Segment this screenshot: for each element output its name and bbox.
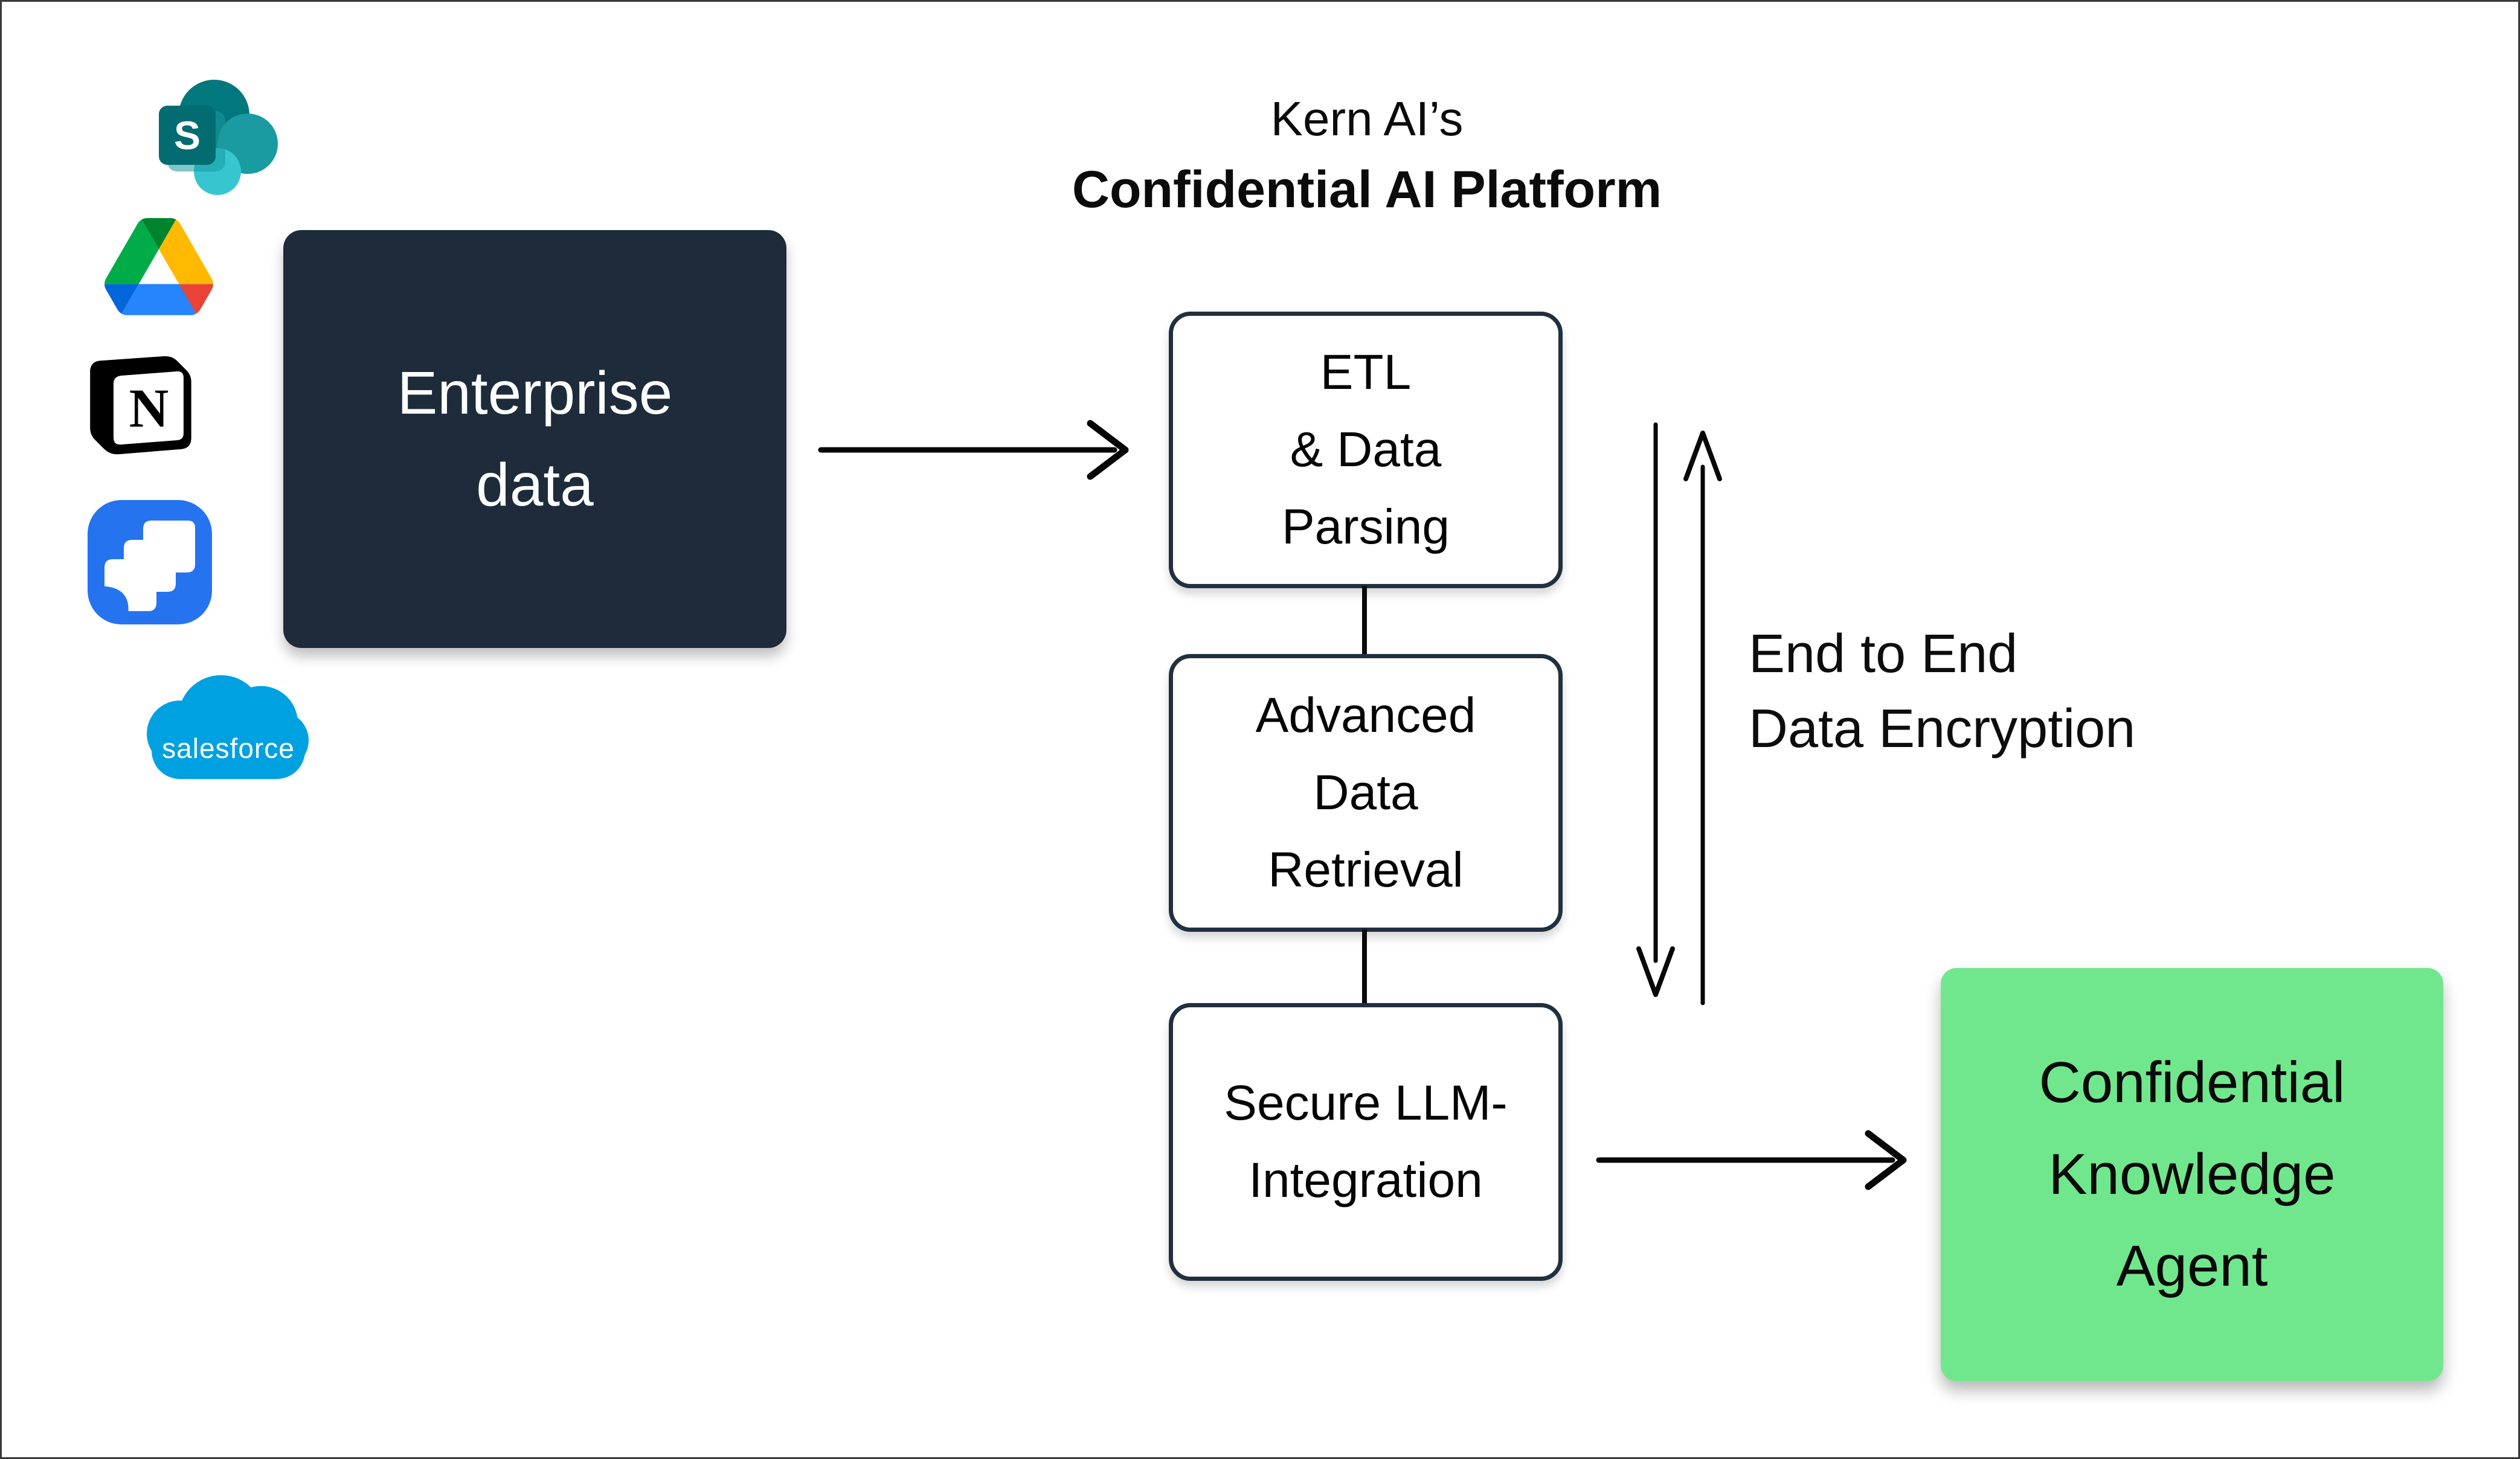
sharepoint-circle-small: [194, 148, 241, 195]
encryption-line-1: End to End: [1749, 624, 2018, 684]
retrieval-label: Retrieval: [1268, 842, 1464, 897]
enterprise-data-label: Enterprise: [397, 359, 673, 427]
sharepoint-circle-large: [179, 80, 249, 150]
etl-label: ETL: [1320, 345, 1412, 400]
agent-label: Agent: [2116, 1234, 2268, 1298]
salesforce-cloud-base: [152, 722, 305, 779]
notion-icon: N: [85, 351, 195, 461]
etl-label: & Data: [1290, 422, 1442, 477]
enterprise-data-label: data: [476, 451, 594, 519]
arrow-encryption-down: [1636, 422, 1675, 997]
connector-etl-retrieval: [1362, 586, 1367, 656]
notion-cube: N: [90, 356, 191, 455]
etl-label: Parsing: [1281, 499, 1450, 554]
arrow-enterprise-to-etl: [818, 420, 1129, 480]
salesforce-cloud-puff: [224, 686, 298, 760]
secure-llm-integration-node: Secure LLM- Integration: [1169, 1003, 1563, 1281]
confidential-knowledge-agent-node: Confidential Knowledge Agent: [1941, 968, 2443, 1381]
diagram-title: Kern AI’s Confidential AI Platform: [956, 85, 1778, 226]
agent-label: Knowledge: [2048, 1142, 2336, 1207]
arrow-llm-to-agent: [1596, 1130, 1907, 1190]
encryption-line-2: Data Encryption: [1749, 699, 2136, 759]
advanced-data-retrieval-node: Advanced Data Retrieval: [1169, 654, 1563, 932]
encryption-annotation: End to End Data Encryption: [1749, 617, 2135, 766]
salesforce-cloud-puff: [251, 711, 309, 769]
salesforce-icon: salesforce: [147, 675, 310, 787]
etl-node: ETL & Data Parsing: [1169, 312, 1563, 588]
retrieval-label: Advanced: [1255, 688, 1476, 743]
connector-retrieval-llm: [1362, 929, 1367, 1005]
title-line-2: Confidential AI Platform: [1072, 161, 1662, 219]
salesforce-cloud-puff: [178, 675, 264, 761]
sharepoint-letter: S: [173, 113, 201, 158]
sharepoint-circle-medium: [217, 114, 278, 174]
salesforce-wordmark: salesforce: [162, 733, 295, 764]
title-line-1: Kern AI’s: [1270, 92, 1464, 146]
notion-letter: N: [129, 378, 169, 439]
llm-label: Integration: [1249, 1153, 1483, 1208]
jira-glyph: [104, 521, 195, 611]
google-drive-icon: [104, 218, 213, 315]
google-drive-triangle: [104, 218, 213, 315]
enterprise-data-node: Enterprise data: [283, 230, 786, 648]
llm-label: Secure LLM-: [1224, 1076, 1508, 1130]
arrow-encryption-up: [1683, 431, 1722, 1005]
retrieval-label: Data: [1313, 765, 1418, 820]
sharepoint-tile-shadow: [167, 111, 225, 172]
agent-label: Confidential: [2039, 1050, 2345, 1115]
sharepoint-tile: S: [159, 106, 216, 165]
sharepoint-icon: S: [153, 77, 292, 198]
salesforce-cloud-puff: [147, 701, 213, 767]
jira-icon: [88, 500, 212, 624]
